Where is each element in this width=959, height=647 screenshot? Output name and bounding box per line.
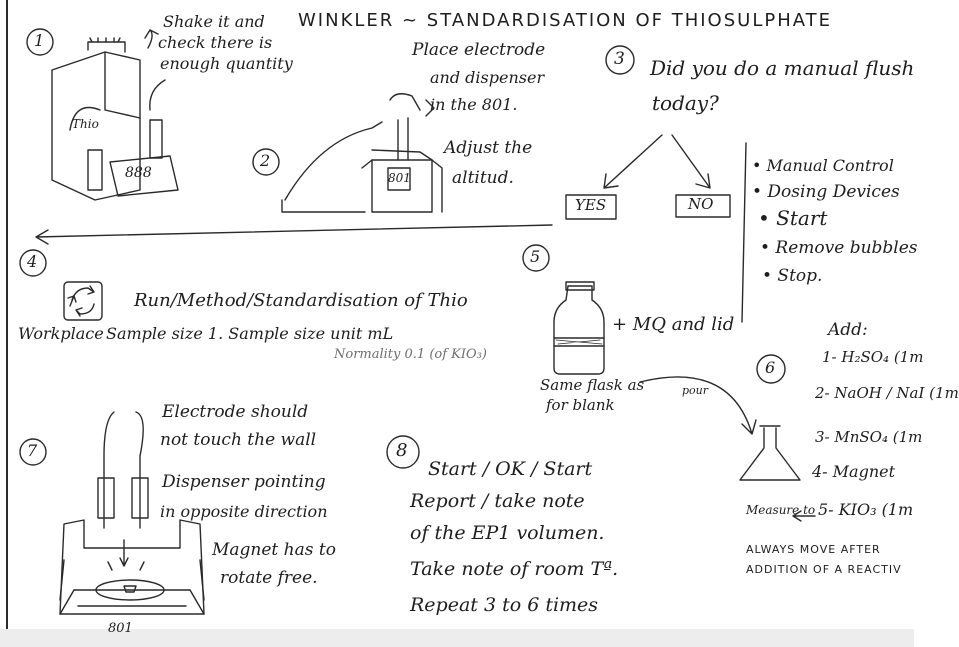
bottle-drawing [553,281,605,375]
step-8-line-2: Report / take note [410,490,585,512]
step-3-question-line-1: Did you do a manual flush [650,56,915,80]
workplace-label: Workplace [18,324,104,343]
step-1-circle [26,28,54,56]
step-7-line-1: Electrode should [162,402,309,422]
step-4-circle [19,249,47,277]
step-5-circle [522,244,550,272]
flush-step-4: • Remove bubbles [760,238,918,258]
recycle-icon [63,281,103,321]
step-7-801-label: 801 [108,621,133,636]
no-box [675,194,731,218]
step-7-circle [19,438,47,466]
step-2-801-label: 801 [388,171,411,185]
step-1-number: 1 [34,31,45,50]
step-1-888-label: 888 [125,165,152,181]
step-7-line-2: not touch the wall [160,430,317,450]
reagent-2: 2- NaOH / NaI (1m [815,384,959,402]
step-6-circle [756,354,786,384]
step-7-line-4: in opposite direction [160,502,328,521]
flush-step-1: • Manual Control [752,156,894,175]
normality-line: Normality 0.1 (of KIO₃) [334,347,487,362]
reagent-5: 5- KIO₃ (1m [818,500,914,519]
step-8-line-4: Take note of room Tª. [410,558,619,580]
step-8-number: 8 [396,440,408,461]
reagent-3: 3- MnSO₄ (1m [815,428,923,446]
step-3-number: 3 [614,49,625,69]
page-border [6,0,8,647]
step-4-number: 4 [27,252,38,271]
arrow-to-yes [603,134,663,189]
step-3-question-line-2: today? [652,91,719,115]
step-2-number: 2 [260,151,271,170]
flush-step-3: • Start [758,206,828,230]
step-2-circle [252,148,280,176]
step-1-note-line-1: Shake it and [163,12,265,31]
step-2-line-3: in the 801. [430,95,518,114]
step-8-circle [386,435,420,469]
step-2-line-5: altitud. [452,168,514,188]
reagent-4: 4- Magnet [812,462,896,481]
step-8-line-1: Start / OK / Start [428,458,593,480]
reagent-1: 1- H₂SO₄ (1m [822,348,924,366]
titrator-801-drawing [281,93,443,213]
pour-arrow [639,376,757,435]
step-5-number: 5 [530,247,541,266]
step-2-line-4: Adjust the [444,138,533,158]
step-1-note-line-3: enough quantity [160,54,293,73]
measure-arrow [792,510,816,522]
always-move-line-2: ADDITION OF A REACTIV [746,563,902,576]
sketches [19,28,816,615]
no-label: NO [688,195,714,213]
beaker-801-drawing [59,411,205,615]
step-7-number: 7 [27,441,38,460]
step-1-note-line-2: check there is [158,33,273,52]
page-title: WINKLER ~ STANDARDISATION OF THIOSULPHAT… [298,10,833,31]
same-flask-line-2: for blank [546,396,615,414]
step-6-number: 6 [765,358,776,377]
titrator-888-drawing [51,29,179,201]
mq-and-lid: + MQ and lid [612,314,735,335]
same-flask-line-1: Same flask as [540,376,645,394]
flask-drawing [739,425,801,481]
step-2-line-1: Place electrode [412,40,546,60]
method-path: Run/Method/Standardisation of Thio [134,290,468,311]
step-8-line-3: of the EP1 volumen. [410,522,605,544]
step-1-thio-label: Thio [72,117,99,131]
back-arrow [35,224,553,245]
step-2-line-2: and dispenser [430,68,545,87]
pour-label: pour [682,384,709,397]
sample-size-line: Sample size 1. Sample size unit mL [106,324,394,343]
flush-step-5: • Stop. [762,266,823,286]
step-7-line-6: rotate free. [220,568,318,588]
scan-bottom-band [0,629,914,647]
measure-label: Measure to [746,503,816,517]
step-8-line-5: Repeat 3 to 6 times [410,594,599,616]
step-7-line-5: Magnet has to [212,540,336,560]
step-3-circle [605,45,635,75]
yes-label: YES [575,196,607,214]
yes-box [565,194,617,220]
arrow-to-no [671,134,711,189]
add-label: Add: [828,320,868,340]
step-7-line-3: Dispenser pointing [162,472,326,492]
flush-step-2: • Dosing Devices [752,182,900,202]
list-bracket [741,142,747,323]
always-move-line-1: ALWAYS MOVE AFTER [746,543,881,556]
